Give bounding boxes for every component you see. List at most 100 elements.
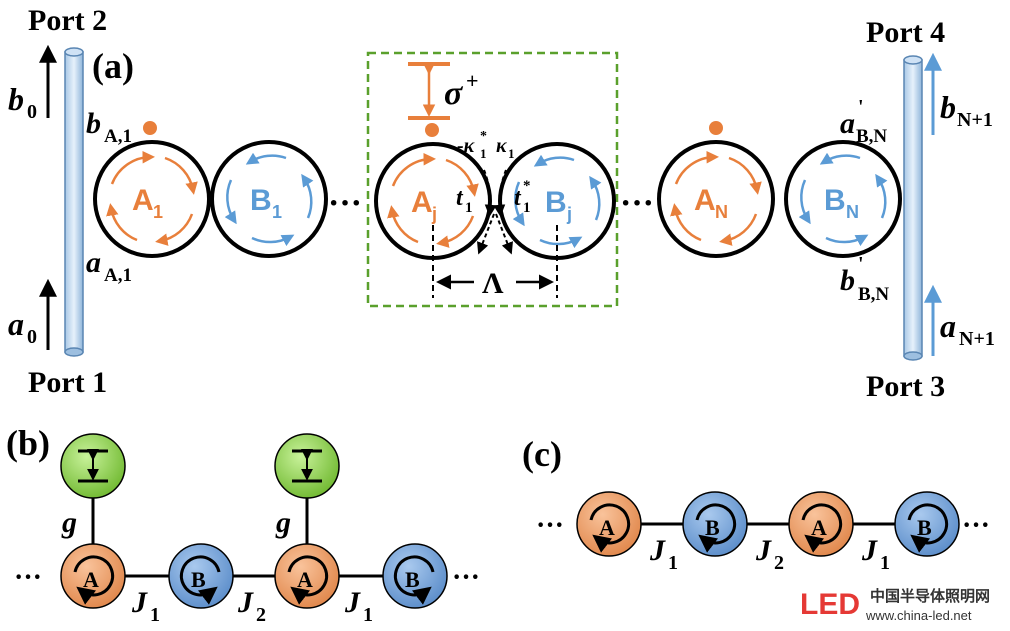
bN1-subscript: N+1 [957, 109, 993, 131]
neg-kappa-superscript: * [480, 129, 487, 144]
coupling-j2-subscript: 2 [774, 552, 784, 574]
ring-bj-sub: j [566, 204, 572, 224]
atom-node [60, 433, 126, 499]
lambda-spacing [432, 225, 558, 298]
panel-c-label: (c) [522, 434, 562, 474]
node-a-label: A [83, 567, 99, 592]
ring-an-sub: N [715, 202, 728, 222]
left-waveguide [64, 47, 84, 357]
ring-an: A N [657, 140, 775, 258]
neg-kappa-subscript: 1 [480, 146, 487, 161]
lambda-label: Λ [482, 267, 504, 300]
panel-b: (b) g g A B [6, 423, 480, 626]
t1-symbol: t [456, 185, 464, 211]
node-a-label: A [599, 515, 615, 540]
coupling-j1-subscript: 1 [150, 604, 160, 626]
coupling-j1-subscript: 1 [363, 604, 373, 626]
node-a-label: A [297, 567, 313, 592]
node-a: A [274, 543, 340, 609]
ellipsis-right: ··· [452, 562, 480, 593]
node-b-label: B [705, 515, 720, 540]
coupling-j1-symbol: J [861, 534, 878, 567]
b0-symbol: b [8, 81, 24, 117]
atom-node [274, 433, 340, 499]
aN1-symbol: a [940, 308, 956, 344]
node-b: B [168, 543, 234, 609]
aBN-symbol: a [840, 107, 855, 140]
coupling-j1-symbol: J [344, 586, 361, 619]
coupling-j2-symbol: J [237, 586, 254, 619]
g-label: g [275, 506, 291, 539]
node-a-label: A [811, 515, 827, 540]
node-a: A [60, 543, 126, 609]
coupling-j1-symbol: J [649, 534, 666, 567]
ring-a1-label: A [132, 184, 154, 217]
ring-bj-label: B [545, 186, 567, 219]
bA1-symbol: b [86, 107, 101, 140]
ellipsis-right: ··· [962, 510, 990, 541]
node-b-label: B [917, 515, 932, 540]
kappa-subscript: 1 [508, 146, 515, 161]
port-2-label: Port 2 [28, 4, 107, 37]
panel-c: (c) A B A B ··· ··· J 1 J 2 J [522, 434, 990, 574]
coupling-j2-symbol: J [755, 534, 772, 567]
b0-subscript: 0 [27, 101, 37, 123]
neg-kappa-symbol: -κ [457, 135, 475, 157]
ellipsis-left: ··· [14, 562, 42, 593]
emitter-dot [425, 123, 439, 137]
ring-bn: B N [784, 140, 902, 258]
bBN-prime: ' [858, 253, 864, 275]
t1star-superscript: * [523, 178, 531, 194]
bBN-subscript: B,N [858, 284, 889, 305]
ellipsis-left: ··· [536, 510, 564, 541]
ring-aj-label: A [411, 186, 433, 219]
watermark-logo: LED [800, 588, 860, 621]
ring-a1: A 1 [93, 140, 211, 258]
watermark-cn-text: 中国半导体照明网 [870, 587, 990, 605]
ring-an-label: A [694, 184, 716, 217]
kappa-symbol: κ [496, 135, 507, 157]
watermark: LED 中国半导体照明网 www.china-led.net [800, 587, 990, 623]
node-b: B [894, 491, 960, 557]
port-4-label: Port 4 [866, 16, 945, 49]
aBN-subscript: B,N [856, 126, 887, 147]
t1star-subscript: 1 [523, 200, 531, 216]
node-a: A [788, 491, 854, 557]
two-level-atom-icon [408, 62, 450, 120]
right-waveguide [903, 55, 923, 361]
t1star-symbol: t [514, 185, 522, 211]
ring-bn-sub: N [846, 202, 859, 222]
aA1-subscript: A,1 [104, 265, 132, 286]
port-3-label: Port 3 [866, 370, 945, 403]
panel-a: (a) Port 2 Port 1 Port 4 Port 3 b 0 a 0 … [8, 4, 995, 403]
g-label: g [61, 506, 77, 539]
aA1-symbol: a [86, 246, 101, 279]
sigma-superscript: + [466, 68, 479, 93]
a0-symbol: a [8, 306, 24, 342]
ring-aj: A j [374, 142, 492, 260]
coupling-j1-symbol: J [131, 586, 148, 619]
bBN-symbol: b [840, 264, 855, 297]
ring-b1-label: B [250, 184, 272, 217]
emitter-dot [709, 121, 723, 135]
node-b: B [382, 543, 448, 609]
aN1-subscript: N+1 [959, 328, 995, 350]
ring-b1: B 1 [210, 140, 328, 258]
port-1-label: Port 1 [28, 366, 107, 399]
ring-a1-sub: 1 [153, 202, 163, 222]
panel-b-label: (b) [6, 423, 50, 463]
t1-subscript: 1 [465, 200, 473, 216]
unit-cell-box [366, 51, 619, 308]
ring-bn-label: B [824, 184, 846, 217]
ellipsis-2: ··· [620, 185, 654, 222]
sigma-symbol: σ [444, 75, 464, 112]
coupling-arrows [477, 169, 513, 255]
node-b-label: B [405, 567, 420, 592]
node-b: B [682, 491, 748, 557]
coupling-j2-subscript: 2 [256, 604, 266, 626]
coupling-j1-subscript: 1 [880, 552, 890, 574]
aBN-prime: ' [858, 96, 864, 118]
bA1-subscript: A,1 [104, 126, 132, 147]
bN1-symbol: b [940, 89, 956, 125]
